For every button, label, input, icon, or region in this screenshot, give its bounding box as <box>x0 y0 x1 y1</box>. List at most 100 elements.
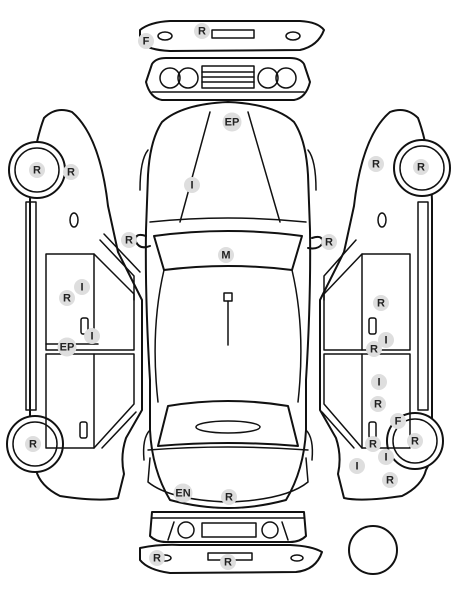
damage-mark-label: M <box>221 250 230 262</box>
damage-mark-right-front-door-r: R <box>373 295 389 311</box>
damage-mark-badge <box>378 332 394 348</box>
damage-mark-right-rear-arch-i: I <box>349 458 365 474</box>
damage-mark-badge <box>221 489 237 505</box>
damage-mark-badge <box>220 554 236 570</box>
damage-mark-label: R <box>411 436 419 448</box>
damage-mark-badge <box>366 341 382 357</box>
damage-mark-right-rear-door-r: R <box>370 396 386 412</box>
damage-mark-label: EN <box>175 488 190 500</box>
damage-mark-left-mirror-r: R <box>121 232 137 248</box>
damage-mark-badge <box>184 177 200 193</box>
damage-mark-badge <box>378 449 394 465</box>
front-bumper <box>139 20 325 52</box>
damage-mark-right-sill-r: R <box>366 341 382 357</box>
damage-mark-badge <box>173 483 193 503</box>
damage-mark-left-front-door-r: R <box>59 290 75 306</box>
damage-mark-badge <box>63 164 79 180</box>
damage-mark-badge <box>194 23 210 39</box>
damage-mark-left-front-wheel-r: R <box>29 162 45 178</box>
damage-mark-label: R <box>370 344 378 356</box>
damage-mark-left-sill-ep: EP <box>57 337 77 357</box>
damage-mark-label: R <box>29 439 37 451</box>
damage-mark-badge <box>218 247 234 263</box>
damage-mark-label: I <box>384 335 387 347</box>
damage-mark-label: R <box>125 235 133 247</box>
spare-wheel <box>348 525 398 575</box>
damage-mark-label: I <box>90 331 93 343</box>
damage-mark-badge <box>57 337 77 357</box>
damage-mark-rear-bumper-r: R <box>220 554 236 570</box>
damage-mark-label: R <box>369 439 377 451</box>
damage-mark-right-rear-handle-r: R <box>365 436 381 452</box>
damage-mark-badge <box>138 33 154 49</box>
damage-mark-label: I <box>377 377 380 389</box>
damage-mark-label: R <box>224 557 232 569</box>
damage-mark-badge <box>84 328 100 344</box>
damage-mark-trunk-en: EN <box>173 483 193 503</box>
damage-mark-badge <box>368 156 384 172</box>
damage-mark-label: F <box>143 36 150 48</box>
damage-mark-label: R <box>325 237 333 249</box>
damage-mark-label: I <box>190 180 193 192</box>
damage-mark-badge <box>373 295 389 311</box>
left-side-view <box>6 109 143 501</box>
damage-mark-label: R <box>386 475 394 487</box>
damage-mark-right-rear-lower-r: R <box>382 472 398 488</box>
damage-mark-label: R <box>67 167 75 179</box>
damage-mark-label: EP <box>60 342 75 354</box>
damage-mark-right-front-wheel-r: R <box>413 159 429 175</box>
damage-mark-label: R <box>198 26 206 38</box>
damage-mark-badge <box>371 374 387 390</box>
damage-mark-left-handle-i: I <box>84 328 100 344</box>
damage-mark-front-bumper-r: R <box>194 23 210 39</box>
car-top-view <box>134 101 324 509</box>
damage-mark-badge <box>74 279 90 295</box>
damage-mark-label: R <box>63 293 71 305</box>
front-fascia <box>145 57 311 101</box>
damage-mark-badge <box>365 436 381 452</box>
damage-mark-right-rear-door-i: I <box>371 374 387 390</box>
damage-mark-roof-m: M <box>218 247 234 263</box>
damage-mark-badge <box>149 550 165 566</box>
damage-mark-right-rear-quarter-i: I <box>378 449 394 465</box>
damage-mark-right-front-fender-r: R <box>368 156 384 172</box>
damage-mark-right-rear-wheel-r: R <box>407 433 423 449</box>
damage-mark-right-front-door-i: I <box>378 332 394 348</box>
damage-mark-badge <box>349 458 365 474</box>
damage-mark-label: I <box>355 461 358 473</box>
damage-mark-badge <box>59 290 75 306</box>
rear-fascia <box>149 511 307 543</box>
damage-mark-badge <box>121 232 137 248</box>
damage-mark-left-rear-wheel-r: R <box>25 436 41 452</box>
damage-mark-label: R <box>417 162 425 174</box>
damage-mark-badge <box>321 234 337 250</box>
damage-mark-label: I <box>384 452 387 464</box>
damage-mark-trunk-r: R <box>221 489 237 505</box>
damage-mark-badge <box>222 112 242 132</box>
damage-mark-badge <box>407 433 423 449</box>
damage-mark-left-front-fender-r: R <box>63 164 79 180</box>
damage-mark-label: F <box>395 416 402 428</box>
damage-mark-badge <box>370 396 386 412</box>
damage-mark-label: R <box>377 298 385 310</box>
damage-mark-label: R <box>225 492 233 504</box>
damage-mark-label: I <box>80 282 83 294</box>
damage-mark-right-rear-fender-f: F <box>390 413 406 429</box>
damage-mark-left-front-door-i: I <box>74 279 90 295</box>
damage-mark-rear-bumper-left-r: R <box>149 550 165 566</box>
damage-mark-hood-i: I <box>184 177 200 193</box>
damage-mark-badge <box>390 413 406 429</box>
damage-mark-label: R <box>372 159 380 171</box>
damage-mark-badge <box>413 159 429 175</box>
damage-mark-label: R <box>374 399 382 411</box>
damage-mark-label: R <box>33 165 41 177</box>
damage-mark-badge <box>25 436 41 452</box>
damage-mark-right-mirror-r: R <box>321 234 337 250</box>
damage-mark-label: R <box>153 553 161 565</box>
damage-mark-hood-ep: EP <box>222 112 242 132</box>
damage-mark-label: EP <box>225 117 240 129</box>
damage-mark-front-bumper-f: F <box>138 33 154 49</box>
